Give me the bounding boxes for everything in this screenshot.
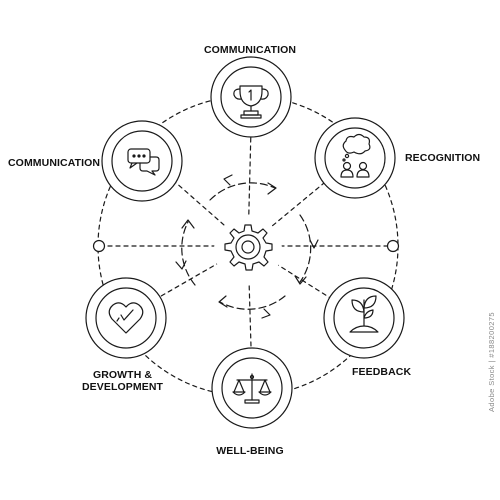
node-top-left [101,120,183,202]
connector-dot-right [386,239,400,253]
node-top [210,56,292,138]
node-bottom-right [323,277,405,359]
label-bottom-left-line1: GROWTH & [92,369,153,381]
label-bottom: WELL-BEING [216,445,284,457]
label-bottom-right: FEEDBACK [352,366,412,378]
label-top-left: COMMUNICATION [8,157,101,169]
cycle-arrows [181,182,312,310]
watermark-text: Adobe Stock | #188200275 [487,312,496,412]
node-bottom-left [85,277,167,359]
thought-bubble-people-icon [340,133,371,178]
label-top: COMMUNICATION [203,44,297,56]
plant-sprout-icon [349,295,379,333]
label-bottom-left: GROWTH & DEVELOPMENT [82,369,163,393]
chat-bubbles-icon [127,148,160,176]
heart-check-icon [108,302,144,334]
cycle-arrowheads [175,174,319,319]
node-top-right [314,117,396,199]
trophy-icon [233,85,269,119]
balance-scale-icon [232,373,272,404]
label-top-right: RECOGNITION [405,152,481,164]
label-bottom-left-line2: DEVELOPMENT [82,381,164,393]
hub-gear [214,216,282,284]
node-bottom [211,347,293,429]
connector-dot-left [92,239,106,253]
